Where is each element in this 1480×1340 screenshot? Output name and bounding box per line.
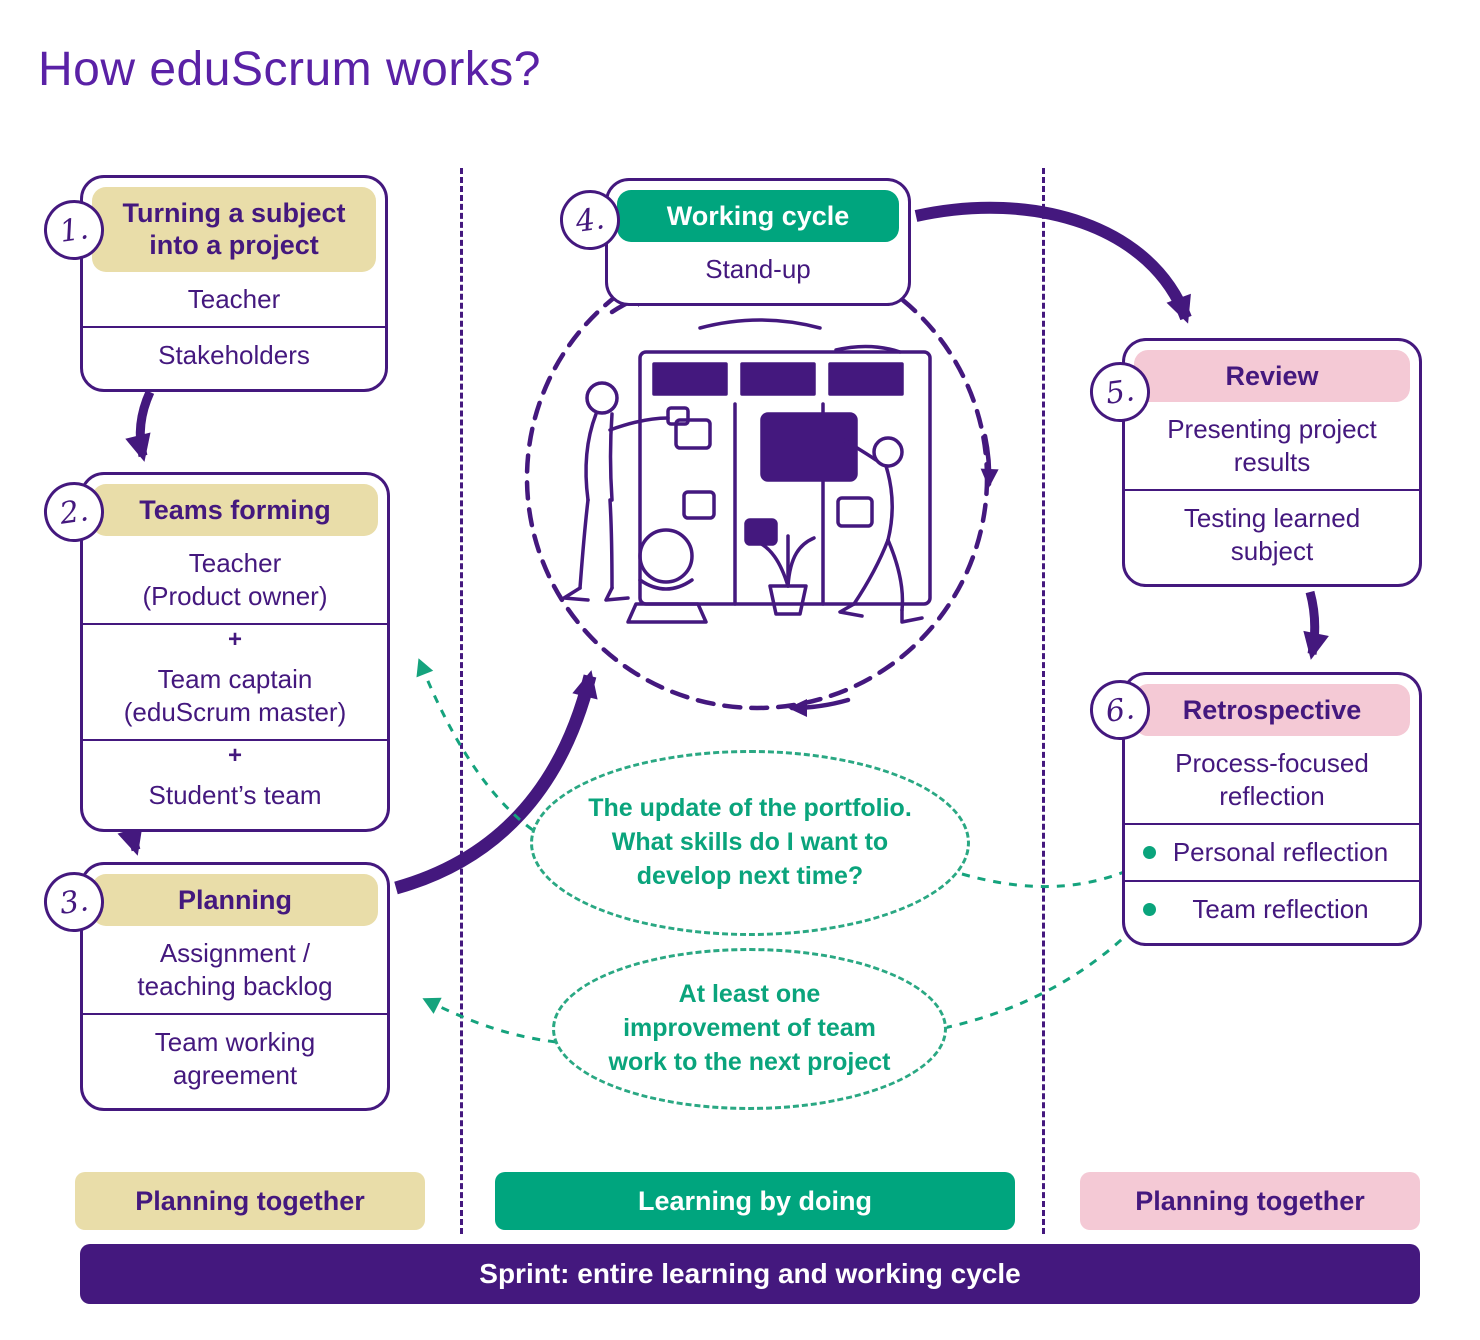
step-6-row: Process-focused reflection bbox=[1175, 748, 1369, 811]
arrow-step5-to-step6 bbox=[1303, 590, 1329, 660]
connector-bubble2-left bbox=[422, 997, 557, 1044]
step-6-bullet-row: Team reflection bbox=[1125, 882, 1419, 937]
step-3-row: Team working agreement bbox=[154, 1027, 316, 1090]
person-sitting bbox=[626, 528, 708, 624]
step-2-row: Teacher (Product owner) bbox=[142, 548, 328, 611]
step-6-bullet: Team reflection bbox=[1192, 894, 1369, 925]
step-2-row: Student’s team bbox=[148, 780, 322, 811]
callout-bubble-portfolio: The update of the portfolio. What skills… bbox=[530, 750, 970, 936]
sprint-bar: Sprint: entire learning and working cycl… bbox=[80, 1244, 1420, 1304]
step-2-title: Teams forming bbox=[92, 484, 378, 537]
callout-connectors bbox=[416, 658, 1135, 1044]
arrow-step1-to-step2 bbox=[125, 390, 155, 462]
divider bbox=[83, 1013, 387, 1016]
step-5-card: Review Presenting project results Testin… bbox=[1122, 338, 1422, 588]
arrow-step3-to-cycle bbox=[394, 670, 598, 895]
step-1-title: Turning a subject into a project bbox=[92, 187, 376, 272]
step-1-row: Stakeholders bbox=[158, 340, 310, 371]
person-right bbox=[838, 436, 924, 624]
column-divider-left bbox=[460, 168, 463, 1234]
step-5-row: Testing learned subject bbox=[1183, 503, 1361, 566]
legend-planning-together-left: Planning together bbox=[75, 1172, 425, 1230]
step-6-title: Retrospective bbox=[1134, 684, 1410, 737]
column-divider-right bbox=[1042, 168, 1045, 1234]
legend-learning-by-doing: Learning by doing bbox=[495, 1172, 1015, 1230]
step-1-card: Turning a subject into a project Teacher… bbox=[80, 175, 388, 392]
callout-bubble-improvement: At least one improvement of team work to… bbox=[552, 948, 947, 1110]
step-4-title: Working cycle bbox=[617, 190, 899, 243]
plant bbox=[756, 534, 816, 616]
arrow-step4-to-step5 bbox=[914, 201, 1192, 324]
person-left bbox=[562, 381, 690, 602]
green-bullet-icon bbox=[1143, 903, 1156, 917]
plus-separator: + bbox=[83, 623, 387, 652]
working-cycle-illustration bbox=[524, 245, 999, 717]
divider bbox=[1125, 880, 1419, 883]
legend-planning-together-right: Planning together bbox=[1080, 1172, 1420, 1230]
divider bbox=[1125, 489, 1419, 492]
step-5-title: Review bbox=[1134, 350, 1410, 403]
step-5-row: Presenting project results bbox=[1167, 414, 1377, 477]
page-title: How eduScrum works? bbox=[38, 43, 541, 96]
step-2-card: Teams forming Teacher (Product owner) + … bbox=[80, 472, 390, 832]
connector-bubble2-right bbox=[943, 928, 1134, 1030]
step-2-row: Team captain (eduScrum master) bbox=[123, 664, 347, 727]
connector-bubble1-right bbox=[961, 866, 1135, 889]
cycle-dashed-circle bbox=[524, 245, 990, 711]
divider bbox=[83, 326, 385, 329]
step-4-row: Stand-up bbox=[705, 254, 811, 285]
green-bullet-icon bbox=[1143, 846, 1156, 860]
step-3-row: Assignment / teaching backlog bbox=[137, 938, 333, 1001]
plus-separator: + bbox=[83, 739, 387, 768]
step-4-card: Working cycle Stand-up bbox=[605, 178, 911, 306]
step-6-bullet-row: Personal reflection bbox=[1125, 825, 1419, 880]
scrum-board bbox=[638, 350, 932, 606]
divider bbox=[1125, 823, 1419, 826]
step-3-card: Planning Assignment / teaching backlog T… bbox=[80, 862, 390, 1112]
step-1-row: Teacher bbox=[187, 283, 281, 314]
step-6-card: Retrospective Process-focused reflection… bbox=[1122, 672, 1422, 947]
step-3-title: Planning bbox=[92, 874, 378, 927]
step-6-bullet: Personal reflection bbox=[1172, 837, 1389, 868]
